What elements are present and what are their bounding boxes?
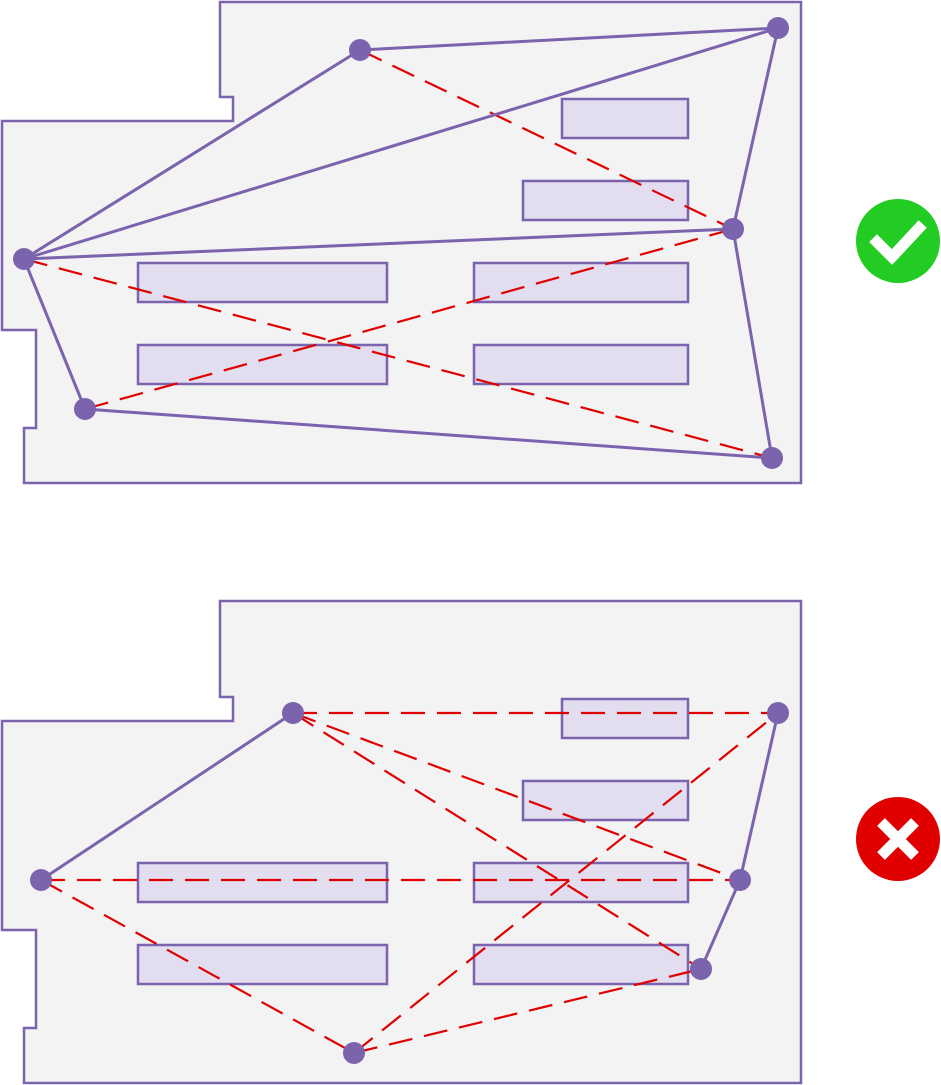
visible-edge xyxy=(22,257,87,411)
obstacle-rect xyxy=(136,943,389,986)
obstacle-rect xyxy=(472,943,690,986)
room-outline xyxy=(0,599,803,1085)
obstacle-rect xyxy=(472,861,690,904)
obstacle-rect xyxy=(521,779,690,822)
visible-edge xyxy=(699,878,742,971)
blocked-edge xyxy=(23,257,773,460)
visible-edge-group xyxy=(39,711,780,971)
visible-edge xyxy=(738,711,780,882)
visible-edge xyxy=(358,26,780,52)
graph-node xyxy=(722,218,744,240)
graph-node xyxy=(729,869,751,891)
node-group xyxy=(30,702,789,1064)
visible-edge xyxy=(731,227,774,460)
blocked-edge xyxy=(359,49,734,230)
visible-edge xyxy=(39,711,295,882)
visible-edge xyxy=(22,48,362,261)
graph-node xyxy=(343,1042,365,1064)
blocked-edge-group xyxy=(23,49,773,460)
obstacle-rect xyxy=(136,261,389,304)
blocked-edge xyxy=(40,879,355,1054)
node-group xyxy=(13,17,789,469)
graph-node xyxy=(30,869,52,891)
check-icon xyxy=(869,220,927,265)
obstacle-rect xyxy=(136,861,389,904)
good-example-panel xyxy=(0,0,940,485)
visible-edge xyxy=(731,26,780,231)
obstacle-rect xyxy=(560,97,690,140)
obstacle-rect xyxy=(521,179,690,222)
graph-node xyxy=(282,702,304,724)
check-badge xyxy=(856,199,940,283)
graph-node xyxy=(349,39,371,61)
blocked-edge-group xyxy=(40,711,779,1055)
obstacle-rect xyxy=(136,343,389,386)
graph-node xyxy=(761,447,783,469)
visible-edge-group xyxy=(22,26,780,460)
blocked-edge xyxy=(292,712,702,970)
blocked-edge xyxy=(353,967,702,1055)
blocked-edge xyxy=(292,711,741,882)
cross-badge xyxy=(856,797,940,881)
obstacle-rect xyxy=(472,343,690,386)
cross-icon xyxy=(877,818,919,860)
visible-edge xyxy=(83,407,774,460)
obstacle-rect xyxy=(472,261,690,304)
obstacle-group xyxy=(136,697,690,986)
obstacle-group xyxy=(136,97,690,386)
blocked-edge xyxy=(353,712,779,1054)
graph-node xyxy=(13,248,35,270)
visible-edge xyxy=(22,26,780,261)
blocked-edge xyxy=(84,227,734,411)
graph-node xyxy=(767,17,789,39)
obstacle-rect xyxy=(560,697,690,740)
bad-example-panel xyxy=(0,599,940,1085)
graph-node xyxy=(767,702,789,724)
visible-edge xyxy=(22,227,735,261)
graph-node xyxy=(690,958,712,980)
graph-node xyxy=(74,398,96,420)
